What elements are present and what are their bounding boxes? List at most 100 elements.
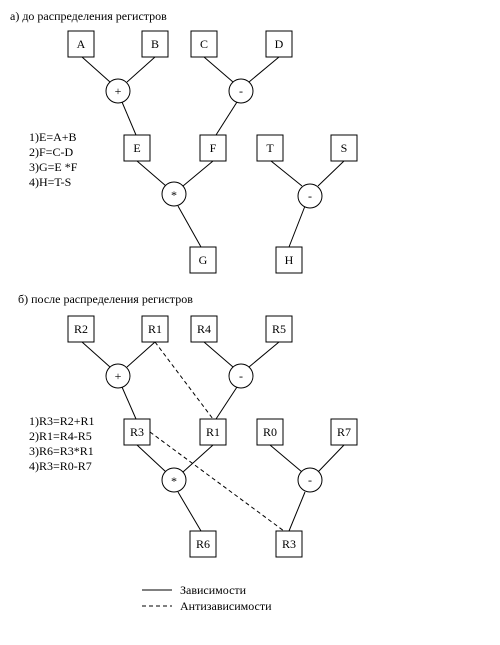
- edge-minus-r3: [288, 491, 306, 532]
- code-a-line-4: 4)H=T-S: [29, 175, 71, 189]
- code-b-line-4: 4)R3=R0-R7: [29, 459, 92, 473]
- edge-s-minus: [317, 160, 345, 187]
- edge-f-mul: [182, 160, 214, 187]
- op-mul: *: [161, 181, 187, 207]
- section-a-edges: [81, 56, 345, 248]
- node-r1-top-label: R1: [148, 322, 162, 336]
- edge-t-minus: [270, 160, 303, 187]
- node-r2: R2: [67, 315, 95, 343]
- op-minus-2: -: [297, 183, 323, 209]
- op-plus-b-label: +: [115, 369, 122, 383]
- section-a-title: а) до распределения регистров: [10, 9, 167, 23]
- op-mul-b: *: [161, 467, 187, 493]
- node-s-label: S: [341, 141, 348, 155]
- node-g: G: [189, 246, 217, 274]
- section-b-edges: [81, 341, 345, 532]
- node-h: H: [275, 246, 303, 274]
- legend: Зависимости Антизависимости: [142, 583, 272, 613]
- code-b-line-3: 3)R6=R3*R1: [29, 444, 94, 458]
- node-f-label: F: [210, 141, 217, 155]
- op-minus-b-2: -: [297, 467, 323, 493]
- node-r4: R4: [190, 315, 218, 343]
- node-r4-label: R4: [197, 322, 211, 336]
- node-e-label: E: [133, 141, 140, 155]
- node-r2-label: R2: [74, 322, 88, 336]
- node-r3-bottom-label: R3: [282, 537, 296, 551]
- op-mul-b-label: *: [171, 474, 177, 488]
- edge-minus-h: [288, 205, 306, 248]
- node-r1-top: R1: [141, 315, 169, 343]
- edge-plus-r3: [121, 386, 137, 420]
- edge-r3-mul: [136, 444, 167, 473]
- section-b-antidependencies: [149, 341, 285, 532]
- section-b-nodes: R2 R1 R4 R5 + - R3 R1 R0 R7 * - R6 R3: [67, 315, 358, 558]
- code-a-line-1: 1)E=A+B: [29, 130, 77, 144]
- edge-mul-g: [177, 205, 202, 248]
- code-b-line-1: 1)R3=R2+R1: [29, 414, 95, 428]
- node-g-label: G: [199, 253, 208, 267]
- node-r5-label: R5: [272, 322, 286, 336]
- op-minus-b-2-label: -: [308, 473, 312, 487]
- edge-e-mul: [136, 160, 167, 187]
- op-minus-1-label: -: [239, 84, 243, 98]
- code-b-line-2: 2)R1=R4-R5: [29, 429, 92, 443]
- edge-r1-plus: [126, 341, 156, 368]
- node-r3-bottom: R3: [275, 530, 303, 558]
- node-b-label: B: [151, 37, 159, 51]
- op-plus: +: [105, 78, 131, 104]
- node-r1-mid-label: R1: [206, 425, 220, 439]
- node-t-label: T: [266, 141, 274, 155]
- code-a-line-3: 3)G=E *F: [29, 160, 78, 174]
- op-plus-label: +: [115, 84, 122, 98]
- node-r3-mid-label: R3: [130, 425, 144, 439]
- op-minus-b-1: -: [228, 363, 254, 389]
- node-s: S: [330, 134, 358, 162]
- edge-r0-minus: [269, 444, 303, 473]
- op-minus-2-label: -: [308, 189, 312, 203]
- edge-r4-minus: [203, 341, 234, 368]
- op-minus-b-1-label: -: [239, 369, 243, 383]
- node-c: C: [190, 30, 218, 58]
- section-a-code: 1)E=A+B 2)F=C-D 3)G=E *F 4)H=T-S: [29, 130, 78, 189]
- node-d: D: [265, 30, 293, 58]
- node-h-label: H: [285, 253, 294, 267]
- edge-r5-minus: [248, 341, 280, 368]
- node-r6-label: R6: [196, 537, 210, 551]
- edge-a-plus: [81, 56, 111, 83]
- node-b: B: [141, 30, 169, 58]
- section-b-title: б) после распределения регистров: [18, 292, 193, 306]
- code-a-line-2: 2)F=C-D: [29, 145, 73, 159]
- edge-mul-r6: [177, 491, 202, 532]
- edge-minus-r1: [215, 386, 238, 420]
- node-e: E: [123, 134, 151, 162]
- node-r1-mid: R1: [199, 418, 227, 446]
- node-r0: R0: [256, 418, 284, 446]
- node-d-label: D: [275, 37, 284, 51]
- antidep-r1-to-r1: [154, 341, 214, 420]
- node-t: T: [256, 134, 284, 162]
- node-f: F: [199, 134, 227, 162]
- legend-solid-label: Зависимости: [180, 583, 247, 597]
- node-r3-mid: R3: [123, 418, 151, 446]
- edge-r2-plus: [81, 341, 111, 368]
- op-minus-1: -: [228, 78, 254, 104]
- node-a: A: [67, 30, 95, 58]
- edge-d-minus: [248, 56, 280, 83]
- node-r7: R7: [330, 418, 358, 446]
- section-b-code: 1)R3=R2+R1 2)R1=R4-R5 3)R6=R3*R1 4)R3=R0…: [29, 414, 95, 473]
- node-r7-label: R7: [337, 425, 351, 439]
- edge-r1-mul: [182, 444, 214, 473]
- edge-minus-f: [215, 101, 238, 136]
- op-plus-b: +: [105, 363, 131, 389]
- node-r0-label: R0: [263, 425, 277, 439]
- node-a-label: A: [77, 37, 86, 51]
- op-mul-label: *: [171, 188, 177, 202]
- node-r6: R6: [189, 530, 217, 558]
- edge-b-plus: [126, 56, 156, 83]
- legend-dashed-label: Антизависимости: [180, 599, 272, 613]
- edge-r7-minus: [317, 444, 345, 473]
- node-c-label: C: [200, 37, 208, 51]
- node-r5: R5: [265, 315, 293, 343]
- edge-plus-e: [121, 101, 137, 136]
